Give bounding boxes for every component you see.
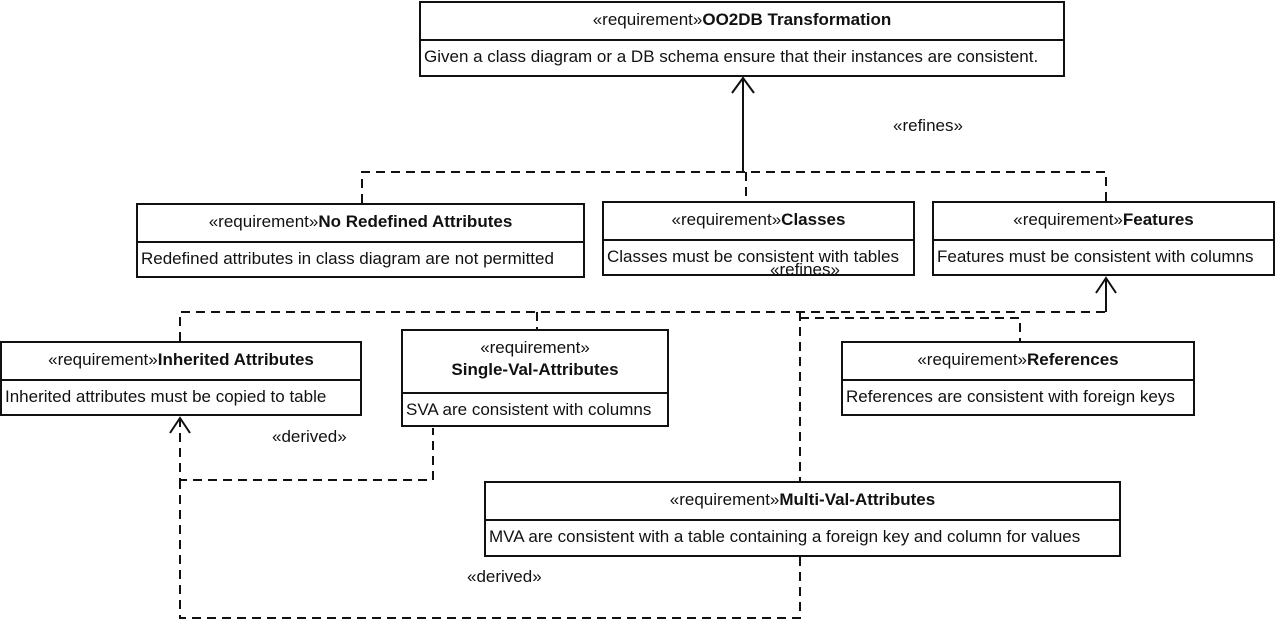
derived-dashed-sva	[179, 418, 434, 481]
stereotype-label: «requirement»	[480, 338, 590, 357]
requirement-multi-val-attributes[interactable]: «requirement»Multi-Val-Attributes MVA ar…	[484, 481, 1121, 557]
requirement-name: Features	[1122, 210, 1194, 229]
requirement-name: Classes	[781, 210, 846, 229]
requirement-single-val-attributes[interactable]: «requirement» Single-Val-Attributes SVA a…	[401, 329, 669, 427]
derived-label-sva: «derived»	[272, 427, 347, 446]
refines-arrowhead	[731, 76, 755, 94]
requirement-text: Inherited attributes must be copied to t…	[5, 387, 327, 406]
requirement-name: Single-Val-Attributes	[451, 360, 619, 379]
refines-label-top: «refines»	[893, 116, 963, 135]
requirement-text: Given a class diagram or a DB schema ens…	[424, 47, 1039, 66]
requirement-name: Inherited Attributes	[157, 350, 314, 369]
requirement-text: References are consistent with foreign k…	[846, 387, 1175, 406]
stereotype-label: «requirement»	[669, 490, 780, 509]
requirement-name: References	[1026, 350, 1119, 369]
requirement-text: Classes must be consistent with tables	[607, 247, 899, 266]
refines-label-mid: «refines»	[770, 260, 840, 279]
stereotype-label: «requirement»	[917, 350, 1027, 369]
refines-dashed-link-references	[800, 317, 1021, 341]
features-arrowhead	[1095, 276, 1117, 294]
requirement-text: Features must be consistent with columns	[937, 247, 1254, 266]
derived-dashed-mva	[179, 480, 801, 619]
stereotype-label: «requirement»	[592, 10, 703, 29]
requirement-oo2db-transformation[interactable]: «requirement»OO2DB Transformation Given …	[419, 1, 1065, 77]
requirement-text: Redefined attributes in class diagram ar…	[141, 249, 554, 268]
requirement-classes[interactable]: «requirement»Classes Classes must be con…	[602, 201, 915, 276]
requirement-name: OO2DB Transformation	[702, 10, 892, 29]
requirement-no-redefined-attributes[interactable]: «requirement»No Redefined Attributes Red…	[136, 203, 585, 278]
requirement-inherited-attributes[interactable]: «requirement»Inherited Attributes Inheri…	[0, 341, 362, 416]
requirement-name: Multi-Val-Attributes	[779, 490, 936, 509]
derived-label-mva: «derived»	[467, 567, 542, 586]
requirement-features[interactable]: «requirement»Features Features must be c…	[932, 201, 1275, 276]
stereotype-label: «requirement»	[208, 212, 319, 231]
requirement-text: SVA are consistent with columns	[406, 400, 652, 419]
stereotype-label: «requirement»	[671, 210, 782, 229]
requirement-text: MVA are consistent with a table containi…	[489, 527, 1081, 546]
refines-dashed-bracket-mid	[179, 311, 1106, 341]
stereotype-label: «requirement»	[1013, 210, 1123, 229]
requirement-name: No Redefined Attributes	[318, 212, 513, 231]
refines-dashed-bracket-top	[361, 171, 1107, 203]
stereotype-label: «requirement»	[48, 350, 158, 369]
requirement-references[interactable]: «requirement»References References are c…	[841, 341, 1195, 416]
